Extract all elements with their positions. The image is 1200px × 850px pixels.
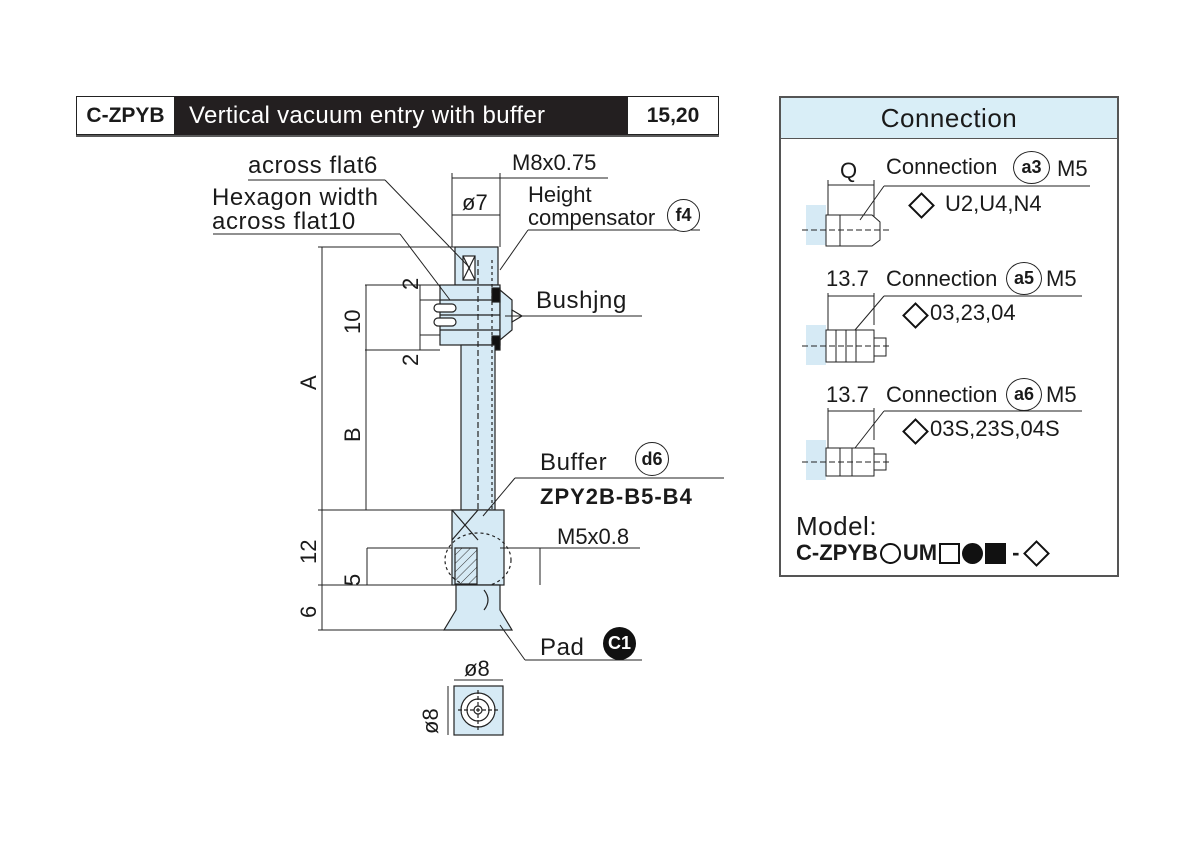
pad-label: Pad (540, 634, 585, 661)
connection-3-thread: M5 (1046, 382, 1077, 407)
model-code-label: C-ZPYB (76, 96, 175, 135)
circle-icon (879, 542, 901, 564)
hexagon-width-label: Hexagon width (212, 184, 379, 211)
connection-2-badge: a5 (1006, 262, 1042, 295)
connection-2-options: 03,23,04 (930, 300, 1016, 325)
pad-badge: C1 (603, 627, 636, 660)
height-compensator-badge: f4 (667, 199, 700, 232)
connection-3-dim: 13.7 (826, 382, 869, 407)
connection-1-label: Connection (886, 154, 998, 179)
connection-3-label: Connection (886, 382, 998, 407)
model-code-um: UM (902, 540, 938, 565)
square-icon (939, 542, 961, 564)
height-compensator-label-2: compensator (528, 205, 656, 230)
connection-3-badge: a6 (1006, 378, 1042, 411)
bushing-label: Bushjng (536, 287, 627, 314)
buffer-label: Buffer (540, 449, 608, 476)
connection-2-dim: 13.7 (826, 266, 869, 291)
diameter-7-label: ø7 (462, 190, 488, 215)
connection-1-dim: Q (840, 158, 858, 183)
connection-1-thread: M5 (1057, 156, 1088, 181)
across-flat-label: across flat6 (248, 152, 378, 179)
filled-circle-icon (962, 542, 984, 564)
model-label: Model: (796, 511, 878, 541)
pad-body (442, 584, 514, 631)
connection-3-options: 03S,23S,04S (930, 416, 1060, 441)
connection-1-options: U2,U4,N4 (945, 191, 1042, 216)
diamond-icon (1023, 539, 1051, 567)
connection-panel (779, 96, 1119, 577)
size-label: 15,20 (627, 96, 719, 135)
diameter-8-top-label: ø8 (464, 656, 490, 681)
model-code-row: C-ZPYB UM - (796, 539, 1052, 567)
height-compensator-label-1: Height (528, 182, 592, 207)
thread-top-label: M8x0.75 (512, 150, 597, 175)
hexagon-across-flat-label: across flat10 (212, 208, 356, 235)
page-title: Vertical vacuum entry with buffer (175, 96, 627, 135)
connection-2-label: Connection (886, 266, 998, 291)
buffer-badge: d6 (635, 442, 669, 476)
connection-2-thread: M5 (1046, 266, 1077, 291)
model-code-dash: - (1012, 540, 1020, 565)
connection-title: Connection (781, 98, 1117, 139)
connection-1-badge: a3 (1013, 151, 1050, 184)
thread-bottom-label: M5x0.8 (557, 524, 630, 549)
model-code-prefix: C-ZPYB (796, 540, 878, 565)
filled-square-icon (985, 542, 1007, 564)
buffer-part-label: ZPY2B-B5-B4 (540, 484, 693, 509)
